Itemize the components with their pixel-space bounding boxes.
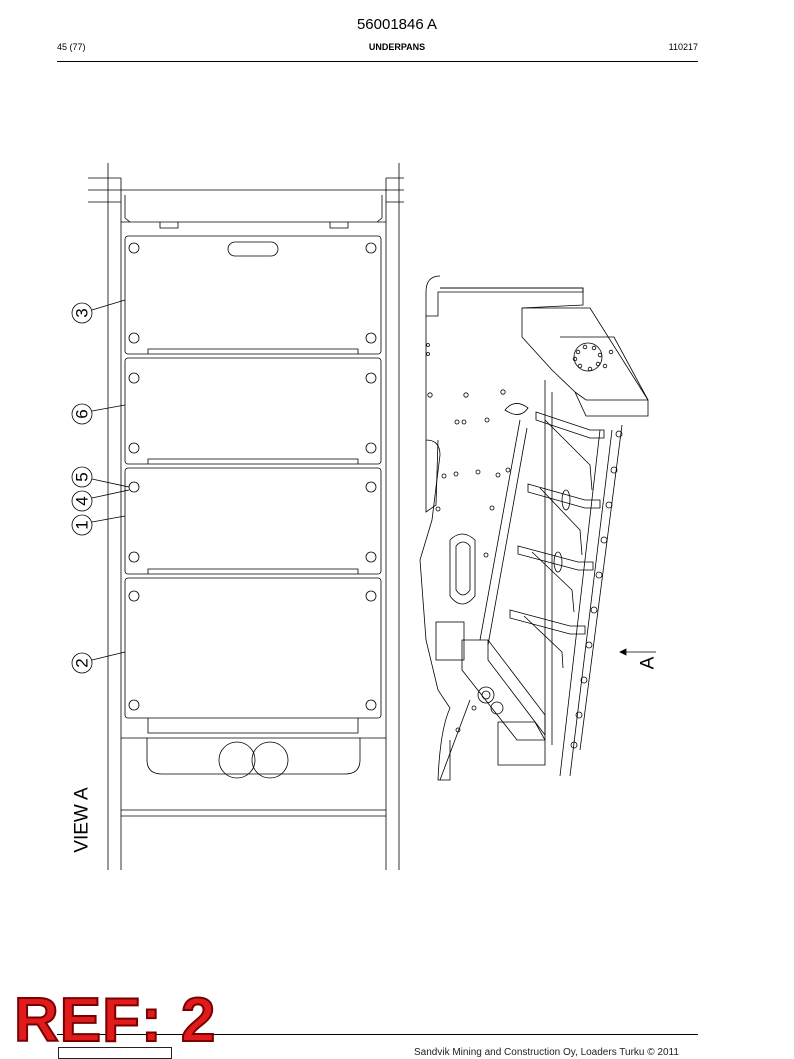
header-rule [57, 61, 698, 62]
page-number: 45 (77) [57, 42, 86, 52]
callout-1: 1 [71, 514, 126, 536]
view-label: VIEW A [72, 787, 93, 853]
document-number: 56001846 A [356, 16, 438, 33]
view-arrow-a: A [619, 648, 659, 669]
callout-4-label: 4 [73, 496, 92, 505]
ref-stamp: REF: 2 [13, 985, 217, 1056]
underpan-plate-6 [124, 357, 382, 465]
date-code: 110217 [668, 42, 698, 52]
callout-2: 2 [71, 651, 126, 674]
section-title: UNDERPANS [368, 42, 426, 52]
callout-3: 3 [71, 299, 126, 324]
underpan-plate-1 [124, 467, 382, 575]
underpan-plate-3 [124, 235, 382, 355]
arrow-label: A [638, 656, 659, 669]
underpan-plate-2 [124, 577, 382, 734]
callout-4: 4 [71, 489, 130, 512]
callout-1-label: 1 [73, 520, 92, 529]
callout-6: 6 [71, 403, 126, 425]
callout-5-label: 5 [73, 472, 92, 481]
callout-6-label: 6 [73, 409, 92, 418]
callout-2-label: 2 [73, 658, 92, 667]
footer-rule [57, 1034, 698, 1035]
callout-3-label: 3 [73, 308, 92, 317]
isometric-frame [419, 275, 649, 781]
callout-5: 5 [71, 466, 130, 488]
view-a-frame [88, 163, 404, 870]
